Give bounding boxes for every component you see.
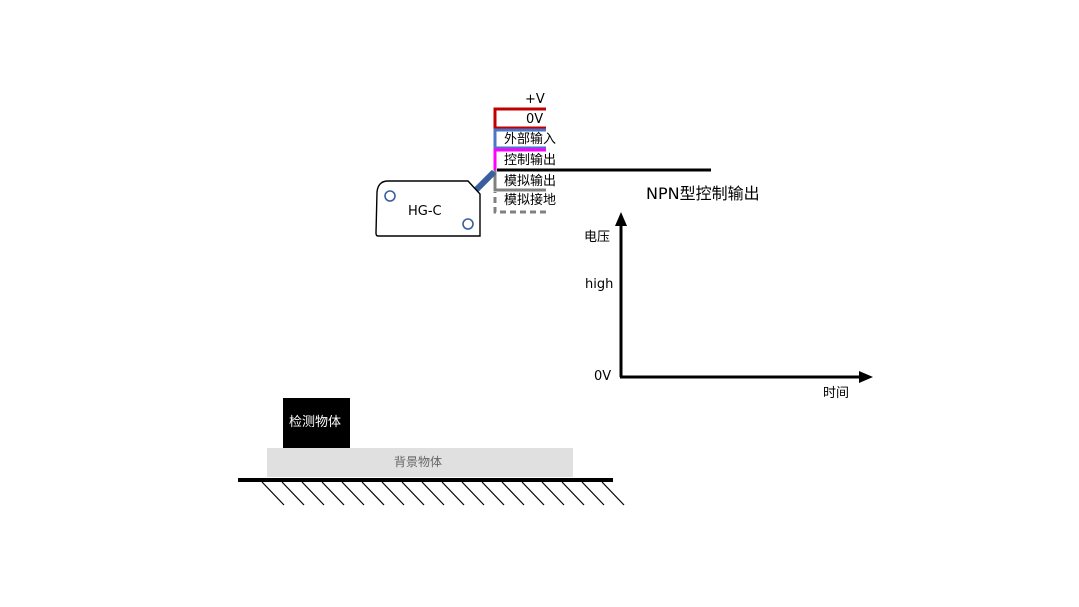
detect-object xyxy=(283,398,350,448)
wire-label-analog-ground: 模拟接地 xyxy=(504,193,557,208)
wire-external-input xyxy=(493,128,546,150)
ground-hatch-mark xyxy=(361,481,385,506)
wire-label-control-output: 控制输出 xyxy=(504,153,557,168)
sensor-mount-hole-right xyxy=(462,218,474,230)
ground-hatch-mark xyxy=(581,481,605,506)
ground-hatch-mark xyxy=(461,481,485,506)
ground-hatch-mark xyxy=(601,481,625,506)
ground-hatch-mark xyxy=(481,481,505,506)
sensor-mount-hole-left xyxy=(384,190,396,202)
wire-label-analog-output: 模拟输出 xyxy=(504,174,557,189)
ground-hatch-mark xyxy=(281,481,305,506)
y-tick-high: high xyxy=(585,277,614,292)
ground-hatch xyxy=(261,481,625,506)
ground-hatch-mark xyxy=(341,481,365,506)
ground-hatch-mark xyxy=(301,481,325,506)
ground-hatch-mark xyxy=(541,481,565,506)
ground-hatch-mark xyxy=(521,481,545,506)
background-object-label: 背景物体 xyxy=(394,455,443,469)
y-tick-0v: 0V xyxy=(594,369,612,384)
ground-hatch-mark xyxy=(561,481,585,506)
wire-analog-output xyxy=(493,170,546,192)
ground-hatch-mark xyxy=(401,481,425,506)
ground-hatch-mark xyxy=(441,481,465,506)
chart-title: NPN型控制输出 xyxy=(646,184,760,203)
wire-label-external-input: 外部输入 xyxy=(504,132,557,147)
y-axis-label: 电压 xyxy=(584,230,611,245)
x-axis-label: 时间 xyxy=(823,386,850,401)
ground-hatch-mark xyxy=(421,481,445,506)
wire-control-output xyxy=(493,148,546,170)
ground-hatch-mark xyxy=(261,481,285,506)
sensor-model-label: HG-C xyxy=(408,204,442,219)
detect-object-label: 检测物体 xyxy=(289,415,342,430)
wire-analog-ground xyxy=(493,192,546,214)
sensor-body xyxy=(375,180,481,237)
wire-label-plus-v: +V xyxy=(525,92,545,107)
background-object xyxy=(267,448,573,477)
wire-0v xyxy=(493,118,546,130)
wire-label-0v: 0V xyxy=(526,112,544,127)
ground-hatch-mark xyxy=(321,481,345,506)
ground-hatch-mark xyxy=(381,481,405,506)
chart-axes xyxy=(615,212,873,383)
wire-plus-v xyxy=(493,107,546,118)
sensor-cable xyxy=(473,169,497,193)
ground-hatch-mark xyxy=(501,481,525,506)
